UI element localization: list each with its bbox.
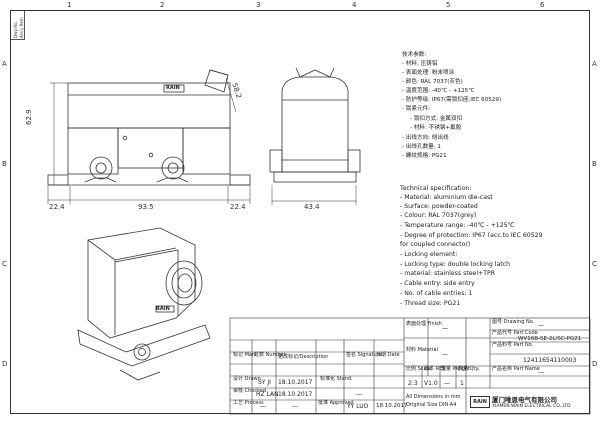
grid-row-c: C: [2, 260, 7, 268]
process-name: —: [260, 403, 266, 410]
grid-row-d-right: D: [592, 360, 598, 368]
company-name-cn: 厦门唯恩电气有限公司: [492, 396, 557, 404]
material-value: —: [442, 351, 448, 358]
dim-height: 62.9: [25, 109, 33, 125]
grid-col-5: 5: [446, 1, 451, 9]
cn-spec-line: - 出线孔数量: 1: [402, 144, 441, 150]
note-dimensions: All Dimensions in mm: [406, 394, 461, 400]
cn-spec-line: - 颜色: RAL 7037(灰色): [402, 79, 463, 85]
checked-name: HZ LAN: [256, 391, 279, 398]
en-spec-line: - Cable entry: side entry: [400, 280, 475, 287]
qty-value: 1: [460, 380, 464, 387]
cn-spec-line: - 表面处理: 粉末喷涂: [402, 70, 455, 76]
cn-spec-line: - 防护等级: IP67(需锁扣座,IEC 60529): [402, 97, 502, 103]
finish-value: —: [442, 325, 448, 332]
drawn-label: 设计 Drawn: [233, 376, 261, 382]
rev-value: V1.0: [424, 380, 438, 387]
grid-col-3: 3: [256, 1, 261, 9]
dim-bottom-left: 22.4: [49, 203, 65, 211]
approved-date: 18.10.2017: [376, 403, 408, 409]
cn-spec-line: - 材料: 压铸铝: [402, 61, 438, 67]
finish-label: 表面处理 Finish: [406, 321, 442, 327]
side-view: [204, 67, 361, 183]
col-number: 处数 Number: [254, 352, 286, 358]
grid-col-4: 4: [352, 1, 357, 9]
company-logo: RAIN: [470, 396, 490, 408]
dim-bottom-right: 22.4: [230, 203, 246, 211]
grid-row-b-right: B: [592, 160, 597, 168]
en-spec-line: - Locking element:: [400, 251, 458, 258]
grid-row-d: D: [2, 360, 8, 368]
grid-col-6: 6: [540, 1, 545, 9]
front-view: [47, 82, 251, 186]
cn-spec-line: 技术参数:: [402, 52, 427, 58]
cn-spec-line: - 锁紧元件:: [402, 106, 431, 112]
iso-view-logo: RAIN: [156, 306, 170, 312]
en-spec-line: - Surface: powder-coated: [400, 203, 478, 210]
grid-row-c-right: C: [592, 260, 597, 268]
en-spec-line: - Degree of protection: IP67 (acc.to IEC…: [400, 232, 543, 239]
part-name-value: —: [538, 369, 544, 376]
checked-date: 18.10.2017: [278, 391, 313, 398]
weight-label: 重量 Weight: [441, 366, 471, 372]
scale-value: 2:3: [408, 380, 418, 387]
dim-bottom-mid: 93.5: [138, 203, 154, 211]
drawing-no-label: 图号 Drawing No.: [492, 319, 535, 325]
grid-row-a-right: A: [592, 60, 597, 68]
drawn-name: SY JI: [258, 379, 271, 386]
part-no-label: 产品料号 Part No.: [492, 342, 534, 348]
standard-value: —: [356, 391, 362, 398]
en-spec-line: - Temperature range: -40℃ - +125℃: [400, 222, 515, 229]
process-date: —: [292, 403, 298, 410]
part-name-label: 产品名称 Part Name: [492, 366, 540, 372]
col-date: 日期 Date: [376, 352, 400, 358]
isometric-view: [77, 227, 211, 381]
en-spec-line: for coupled connector): [400, 241, 471, 248]
cn-spec-line: - 温度范围: -40℃ - +125℃: [402, 88, 475, 94]
en-spec-line: - Locking type: double locking latch: [400, 261, 511, 268]
company-name-en: XIAMEN WAIN ELECTRICAL CO.,LTD: [492, 404, 571, 409]
col-mark: 标记 Mark: [233, 352, 257, 358]
en-spec-line: - No. of cable entries: 1: [400, 290, 473, 297]
title-block-grid: [229, 317, 591, 415]
col-signature: 签名 Signature: [346, 352, 382, 358]
weight-value: —: [444, 380, 450, 387]
en-spec-line: - material: stainless steel+TPR: [400, 270, 496, 277]
front-view-logo: RAIN: [166, 85, 180, 91]
standard-label: 标准化 Stand.: [320, 376, 353, 382]
checked-label: 审核 Checked: [233, 388, 267, 394]
scale-label: 比例 Scale: [406, 366, 432, 372]
cn-spec-line: - 出线方向: 侧出线: [402, 135, 449, 141]
part-no-value: 12411654110003: [523, 357, 577, 364]
rev-label: 版本 REV.: [424, 366, 447, 372]
cn-spec-line: - 锁扣方式: 金属双扣: [410, 116, 463, 122]
drawing-no-value: —: [538, 322, 544, 329]
drawing-frame: [10, 10, 590, 414]
grid-col-1: 1: [67, 1, 72, 9]
approved-label: 批准 Approved: [318, 400, 354, 406]
en-spec-line: Technical specification:: [400, 185, 472, 192]
part-code-value: WV16B-SE-2L/SC-PG21: [518, 336, 582, 342]
material-label: 材料 Material: [406, 347, 438, 353]
note-size: Original Size DIN A4: [406, 402, 457, 408]
side-tab-box: [11, 11, 25, 40]
en-spec-line: - Thread size: PG21: [400, 300, 461, 307]
dim-side-width: 43.4: [304, 203, 320, 211]
approved-name: YY LUO: [347, 403, 369, 410]
en-spec-line: - Colour: RAL 7037(grey): [400, 212, 477, 219]
grid-col-2: 2: [160, 1, 165, 9]
qty-label: 数量 Qty.: [458, 366, 480, 372]
part-code-label: 产品代号 Part Code: [492, 330, 538, 336]
cn-spec-line: - 螺纹规格: PG21: [402, 153, 447, 159]
drawn-date: 18.10.2017: [278, 379, 313, 386]
grid-row-b: B: [2, 160, 7, 168]
grid-row-a: A: [2, 60, 7, 68]
process-label: 工艺 Process: [233, 400, 264, 406]
col-description: 更改标记/Description: [278, 354, 329, 360]
cn-spec-line: - 材料: 不锈钢+氟胶: [410, 125, 462, 131]
en-spec-line: - Material: aluminium die-cast: [400, 194, 493, 201]
